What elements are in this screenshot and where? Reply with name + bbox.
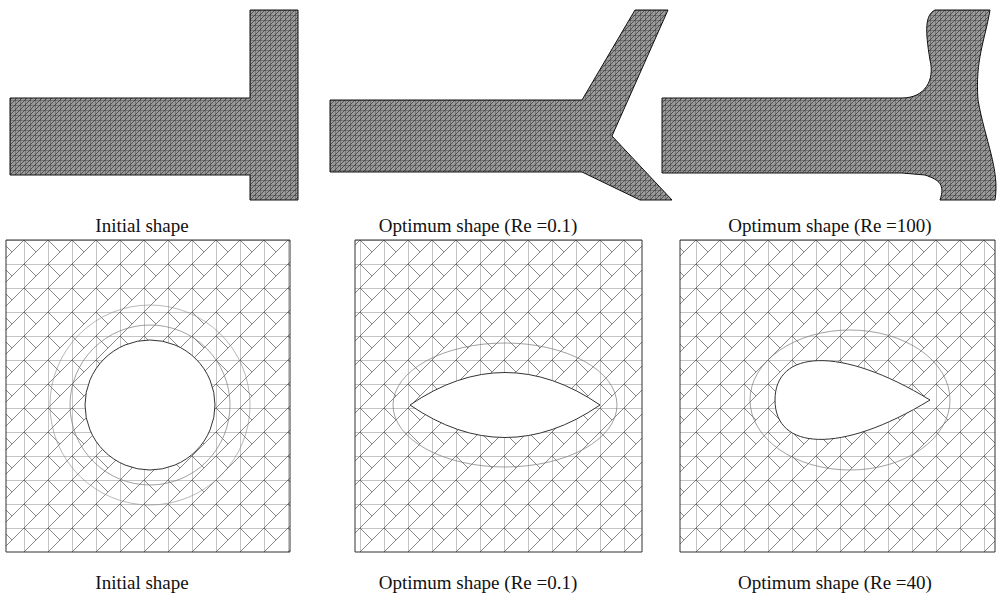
figure-caption: Optimum shape (Re =0.1): [379, 216, 578, 237]
figure-caption: Initial shape: [95, 573, 188, 594]
figure-caption: Optimum shape (Re =0.1): [379, 573, 578, 594]
figure-caption: Optimum shape (Re =40): [738, 573, 932, 594]
figure-caption: Optimum shape (Re =100): [728, 216, 931, 237]
figure-caption: Initial shape: [95, 216, 188, 237]
